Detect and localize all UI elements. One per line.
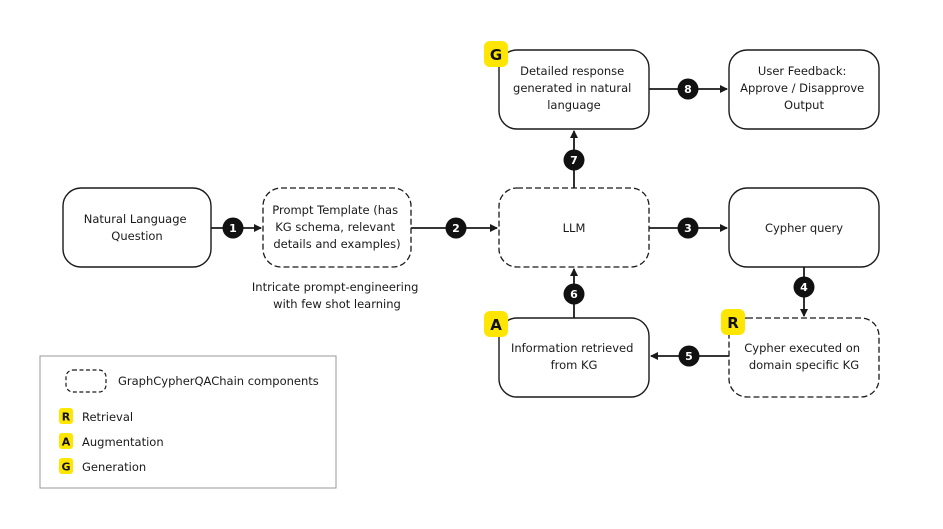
node-cypher-executed-text: Cypher executed on domain specific KG: [744, 341, 863, 372]
node-text-line: domain specific KG: [749, 358, 859, 372]
step-marker-2: 2: [445, 217, 467, 239]
step-number: 2: [452, 222, 460, 235]
legend-badge-letter: R: [62, 411, 71, 424]
step-marker-1: 1: [222, 217, 244, 239]
node-text-line: Output: [784, 98, 824, 112]
node-cypher-query-text: Cypher query: [765, 221, 843, 235]
node-user-feedback-text: User Feedback: Approve / Disapprove Outp…: [740, 64, 868, 112]
node-info-retrieved: Information retrieved from KG: [498, 317, 650, 398]
node-prompt-template-text: Prompt Template (has KG schema, relevant…: [272, 203, 402, 251]
node-prompt-template: Prompt Template (has KG schema, relevant…: [262, 187, 412, 268]
legend-component-label: GraphCypherQAChain components: [118, 374, 319, 388]
node-natural-language-question-text: Natural Language Question: [84, 212, 190, 243]
step-marker-4: 4: [793, 276, 815, 298]
legend-dashed-swatch: [65, 369, 107, 393]
step-number: 7: [570, 154, 578, 167]
node-text-line: Prompt Template (has: [272, 203, 398, 217]
badge-augmentation: A: [484, 311, 508, 337]
badge-letter: A: [490, 316, 502, 334]
node-text-line: Question: [111, 229, 162, 243]
node-cypher-query: Cypher query: [728, 187, 880, 268]
step-marker-5: 5: [678, 345, 700, 367]
step-marker-3: 3: [677, 217, 699, 239]
step-number: 6: [570, 288, 578, 301]
node-detailed-response-text: Detailed response generated in natural l…: [513, 64, 635, 112]
node-text-line: Detailed response: [520, 64, 624, 78]
legend-item-components: GraphCypherQAChain components: [65, 369, 319, 393]
node-cypher-executed: Cypher executed on domain specific KG: [728, 317, 880, 398]
node-text-line: Cypher query: [765, 221, 843, 235]
node-text-line: Information retrieved: [511, 341, 633, 355]
legend-badge-letter: G: [61, 461, 70, 474]
node-text-line: Cypher executed on: [744, 341, 860, 355]
legend-badge-letter: A: [62, 436, 71, 449]
step-marker-8: 8: [677, 78, 699, 100]
legend-item-label: Augmentation: [82, 435, 164, 449]
node-llm: LLM: [498, 187, 650, 268]
node-text-line: LLM: [563, 221, 586, 235]
badge-retrieval: R: [721, 309, 745, 335]
badge-letter: G: [490, 46, 502, 64]
step-number: 8: [684, 83, 692, 96]
step-number: 5: [685, 350, 693, 363]
note-line: Intricate prompt-engineering: [252, 280, 419, 294]
badge-letter: R: [727, 314, 739, 332]
node-text-line: from KG: [551, 358, 598, 372]
node-text-line: Approve / Disapprove: [740, 81, 864, 95]
step-number: 4: [800, 281, 808, 294]
badge-generation: G: [484, 41, 508, 67]
legend-item-label: Generation: [82, 460, 146, 474]
node-text-line: KG schema, relevant: [275, 220, 395, 234]
legend: GraphCypherQAChain components R Retrieva…: [39, 355, 337, 489]
legend-item-retrieval: R Retrieval: [59, 408, 133, 424]
step-marker-7: 7: [563, 149, 585, 171]
node-natural-language-question: Natural Language Question: [62, 187, 212, 268]
legend-item-label: Retrieval: [82, 410, 133, 424]
node-user-feedback: User Feedback: Approve / Disapprove Outp…: [728, 49, 880, 130]
legend-item-augmentation: A Augmentation: [59, 433, 164, 449]
node-detailed-response: Detailed response generated in natural l…: [498, 49, 650, 130]
node-text-line: language: [547, 98, 601, 112]
step-number: 1: [229, 222, 237, 235]
legend-item-generation: G Generation: [59, 458, 146, 474]
node-text-line: User Feedback:: [758, 64, 847, 78]
node-text-line: details and examples): [273, 237, 400, 251]
node-text-line: generated in natural: [513, 81, 631, 95]
node-info-retrieved-text: Information retrieved from KG: [511, 341, 637, 372]
step-number: 3: [684, 222, 692, 235]
prompt-engineering-note: Intricate prompt-engineering with few sh…: [252, 280, 422, 311]
step-marker-6: 6: [563, 283, 585, 305]
node-text-line: Natural Language: [84, 212, 187, 226]
note-line: with few shot learning: [273, 297, 401, 311]
node-llm-text: LLM: [563, 221, 586, 235]
